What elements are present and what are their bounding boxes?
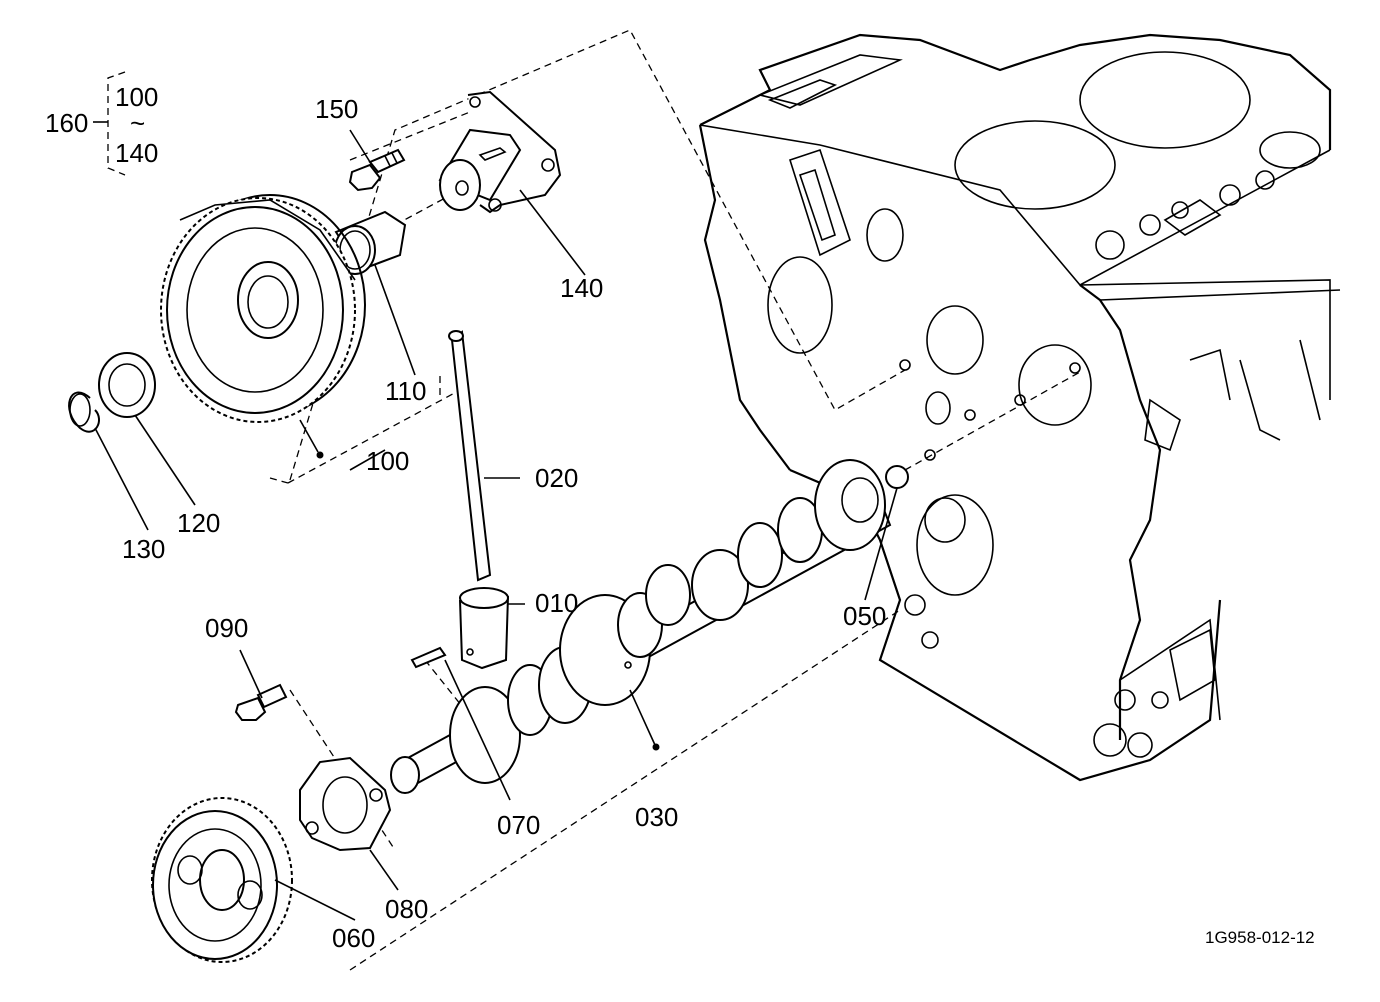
group-range-sep: ~ <box>130 108 145 138</box>
part-140-idler-shaft <box>438 90 562 214</box>
leader-lines <box>94 129 898 921</box>
part-130-snap-ring <box>68 391 100 433</box>
callout-060: 060 <box>332 923 375 953</box>
part-100-idler-gear <box>160 194 366 423</box>
callout-120: 120 <box>177 508 220 538</box>
part-090-bolt <box>234 683 288 721</box>
callout-130: 130 <box>122 534 165 564</box>
callout-080: 080 <box>385 894 428 924</box>
callout-150: 150 <box>315 94 358 124</box>
part-070-key <box>410 646 447 669</box>
callout-140: 140 <box>560 273 603 303</box>
part-050-ball <box>885 465 909 489</box>
engine-block <box>698 33 1341 782</box>
dot-marker <box>316 451 324 459</box>
callout-070: 070 <box>497 810 540 840</box>
reference-code: 1G958-012-12 <box>1205 928 1315 947</box>
part-030-camshaft <box>390 459 892 794</box>
part-020-push-rod <box>448 330 492 582</box>
dot-marker <box>652 743 660 751</box>
part-010-tappet <box>459 587 509 670</box>
callout-020: 020 <box>535 463 578 493</box>
callout-110: 110 <box>385 376 426 406</box>
group-range-from: 100 <box>115 82 158 112</box>
callout-100: 100 <box>366 446 409 476</box>
part-120-washer <box>98 352 156 418</box>
group-160-bracket: 160 100 ~ 140 <box>45 71 158 176</box>
callout-090: 090 <box>205 613 248 643</box>
callout-labels: 150 140 110 100 120 130 020 010 050 090 … <box>122 94 886 953</box>
part-150-bolt <box>348 148 406 192</box>
part-080-thrust-plate <box>299 756 392 852</box>
group-label: 160 <box>45 108 88 138</box>
callout-050: 050 <box>843 601 886 631</box>
callout-010: 010 <box>535 588 578 618</box>
part-060-cam-gear <box>151 797 293 963</box>
callout-030: 030 <box>635 802 678 832</box>
group-range-to: 140 <box>115 138 158 168</box>
